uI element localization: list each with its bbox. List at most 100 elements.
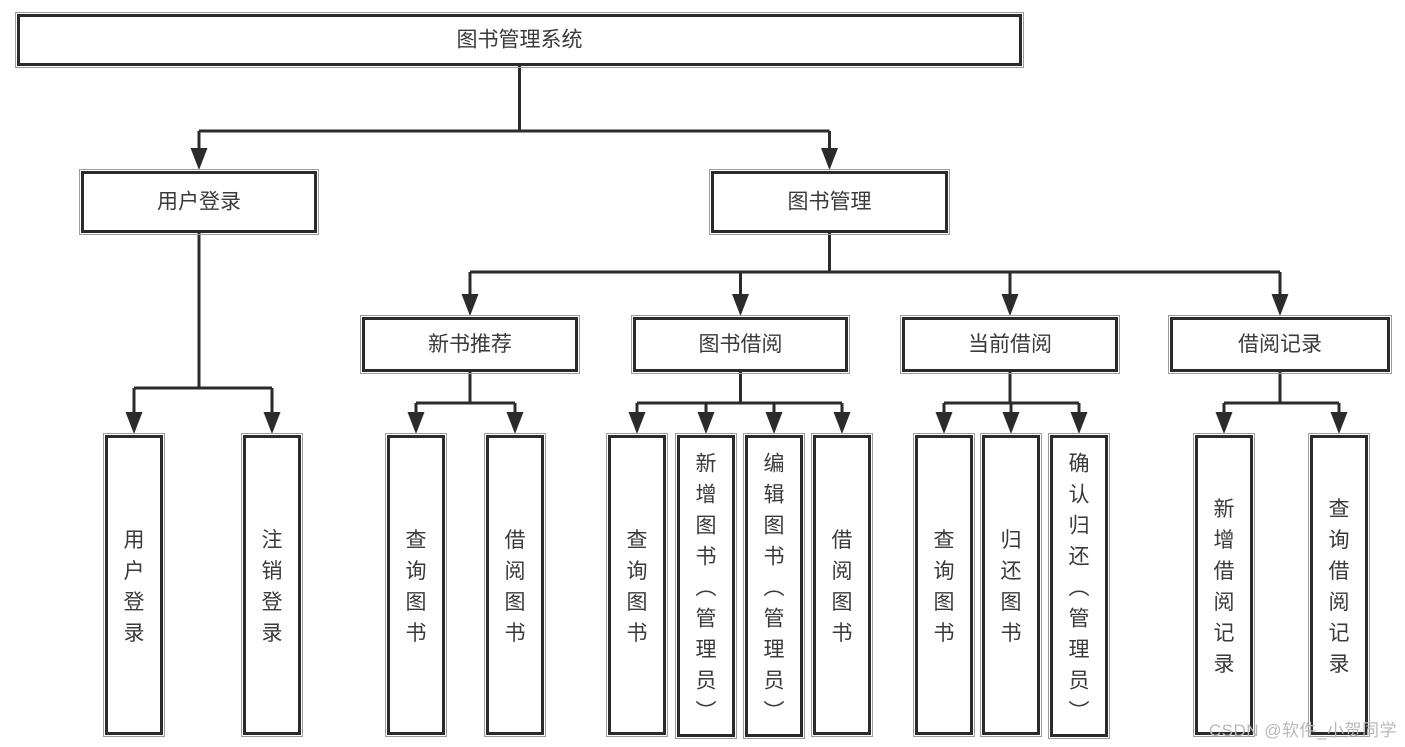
node-box-shadow-outline: [360, 315, 580, 374]
node-box: [745, 435, 803, 737]
node-leaf-borrow-book-2[interactable]: 借阅图书: [811, 433, 873, 737]
node-box: [915, 435, 973, 735]
node-box: [982, 435, 1040, 735]
connector-arrowhead: [1070, 412, 1088, 434]
node-leaf-add-record[interactable]: 新增借阅记录: [1193, 433, 1255, 737]
node-box-shadow-outline: [15, 12, 1024, 68]
node-label: 借阅记录: [1238, 333, 1322, 356]
connector-arrowhead: [1215, 412, 1233, 434]
connector-arrowhead: [821, 148, 838, 170]
connector-group-new-book-rec: [407, 372, 524, 434]
node-label: 用户登录: [157, 191, 241, 214]
node-label: 当前借阅: [968, 333, 1052, 356]
node-box: [17, 14, 1022, 66]
connector-arrowhead: [125, 412, 143, 434]
node-box-shadow-outline: [900, 315, 1120, 374]
node-box-shadow-outline: [980, 433, 1042, 737]
node-box-shadow-outline: [1193, 433, 1255, 737]
node-leaf-query-book-3[interactable]: 查询图书: [913, 433, 975, 737]
node-layer: 图书管理系统用户登录图书管理新书推荐图书借阅当前借阅借阅记录用户登录注销登录查询…: [15, 12, 1392, 739]
node-label: 查询图书: [406, 529, 427, 645]
connector-group-current-borrow: [935, 372, 1088, 434]
node-label: 图书管理系统: [457, 29, 583, 52]
node-leaf-return-book[interactable]: 归还图书: [980, 433, 1042, 737]
node-box-shadow-outline: [675, 433, 737, 739]
node-box: [81, 171, 317, 233]
node-box-shadow-outline: [606, 433, 668, 737]
node-label: 归还图书: [1001, 529, 1022, 645]
connector-arrowhead: [407, 412, 425, 434]
node-leaf-query-book-1[interactable]: 查询图书: [385, 433, 447, 737]
node-label: 查询图书: [627, 529, 648, 645]
node-book-borrow[interactable]: 图书借阅: [631, 315, 850, 374]
connector-group-user-login: [125, 233, 281, 434]
node-box: [1310, 435, 1368, 735]
node-box-shadow-outline: [631, 315, 850, 374]
node-label: 用户登录: [124, 529, 145, 645]
connector-arrowhead: [697, 412, 715, 434]
node-label: 借阅图书: [832, 529, 853, 645]
node-label: 图书管理: [788, 191, 872, 214]
node-label: 确认归还︵管理员︶: [1069, 453, 1090, 724]
connector-group-root: [190, 66, 838, 170]
connector-arrowhead: [1001, 294, 1019, 316]
connector-arrowhead: [190, 148, 208, 170]
node-borrow-record[interactable]: 借阅记录: [1168, 315, 1392, 374]
node-box: [1050, 435, 1108, 737]
node-box-shadow-outline: [1168, 315, 1392, 374]
node-box: [105, 435, 163, 735]
connector-arrowhead: [1271, 294, 1289, 316]
node-leaf-query-record[interactable]: 查询借阅记录: [1308, 433, 1370, 737]
node-leaf-add-book[interactable]: 新增图书︵管理员︶: [675, 433, 737, 739]
node-box: [387, 435, 445, 735]
connector-arrowhead: [935, 412, 953, 434]
node-box-shadow-outline: [1308, 433, 1370, 737]
node-new-book-rec[interactable]: 新书推荐: [360, 315, 580, 374]
node-label: 注销登录: [262, 529, 283, 645]
node-box: [1195, 435, 1253, 735]
node-box: [243, 435, 301, 735]
connector-arrowhead: [1002, 412, 1020, 434]
node-box: [902, 317, 1118, 372]
connector-arrowhead: [833, 412, 851, 434]
node-box: [486, 435, 544, 735]
node-box: [633, 317, 848, 372]
connector-layer: [125, 66, 1348, 434]
node-label: 查询借阅记录: [1329, 498, 1350, 676]
node-box: [813, 435, 871, 735]
node-leaf-user-login[interactable]: 用户登录: [103, 433, 165, 737]
node-label: 图书借阅: [699, 333, 783, 356]
node-box-shadow-outline: [811, 433, 873, 737]
node-box-shadow-outline: [241, 433, 303, 737]
connector-arrowhead: [506, 412, 524, 434]
node-box: [362, 317, 578, 372]
node-leaf-edit-book[interactable]: 编辑图书︵管理员︶: [743, 433, 805, 739]
node-label: 查询图书: [934, 529, 955, 645]
connector-arrowhead: [263, 412, 281, 434]
node-box-shadow-outline: [913, 433, 975, 737]
csdn-watermark: CSDN @软件_小贺同学: [1208, 721, 1397, 740]
connector-arrowhead: [1330, 412, 1348, 434]
node-leaf-borrow-book-1[interactable]: 借阅图书: [484, 433, 546, 737]
connector-arrowhead: [461, 294, 479, 316]
node-book-manage[interactable]: 图书管理: [709, 169, 950, 235]
node-leaf-confirm-return[interactable]: 确认归还︵管理员︶: [1048, 433, 1110, 739]
connector-group-book-borrow: [628, 372, 851, 434]
node-box-shadow-outline: [385, 433, 447, 737]
node-leaf-logout[interactable]: 注销登录: [241, 433, 303, 737]
connector-group-borrow-record: [1215, 372, 1348, 434]
node-user-login[interactable]: 用户登录: [79, 169, 319, 235]
node-label: 新增借阅记录: [1214, 498, 1235, 676]
node-root[interactable]: 图书管理系统: [15, 12, 1024, 68]
node-box-shadow-outline: [743, 433, 805, 739]
node-label: 新增图书︵管理员︶: [696, 453, 717, 724]
node-current-borrow[interactable]: 当前借阅: [900, 315, 1120, 374]
node-box: [711, 171, 948, 233]
node-box: [1170, 317, 1390, 372]
node-box-shadow-outline: [1048, 433, 1110, 739]
connector-group-book-manage: [461, 233, 1289, 316]
node-label: 借阅图书: [505, 529, 526, 645]
node-leaf-query-book-2[interactable]: 查询图书: [606, 433, 668, 737]
